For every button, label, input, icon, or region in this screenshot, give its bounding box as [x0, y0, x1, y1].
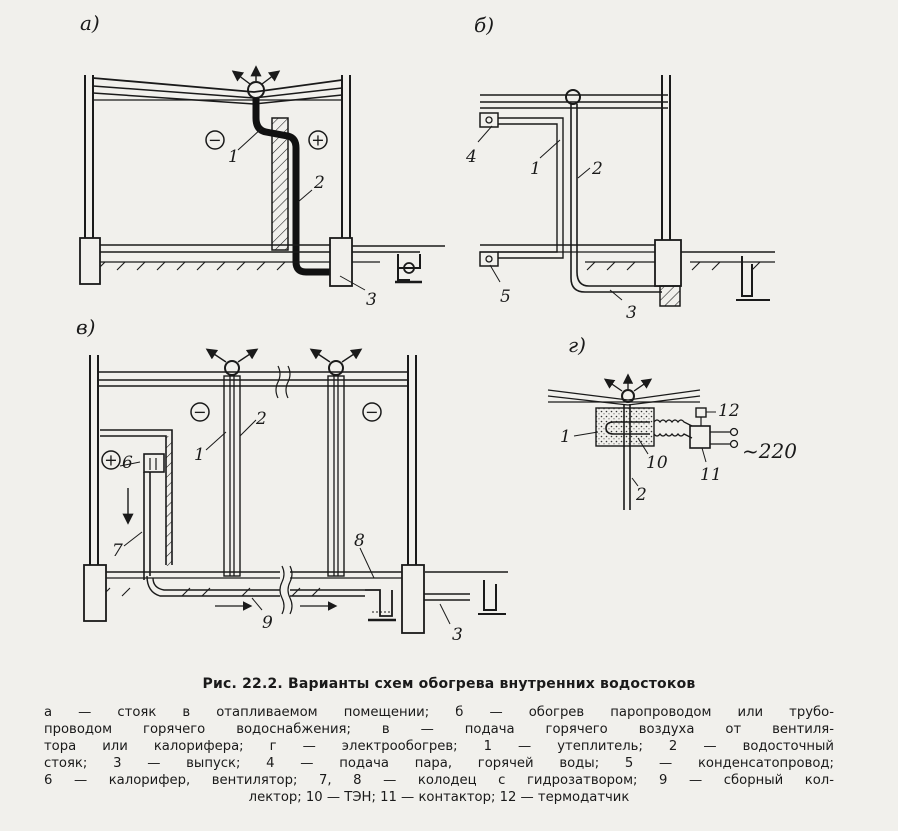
heating-element-icon	[605, 421, 650, 435]
callout-4-b: 4	[465, 147, 477, 167]
callout-2-a: 2	[313, 173, 325, 193]
heating-schemes-diagram: а) − +	[76, 11, 797, 645]
panel-v-label: в)	[76, 315, 95, 339]
callout-2-v: 2	[255, 409, 267, 429]
callout-11-g: 11	[700, 465, 722, 485]
callout-12-g: 12	[718, 401, 740, 421]
roof-funnel-icon	[328, 360, 344, 376]
roof-funnel-icon	[565, 89, 581, 105]
callout-1-a: 1	[228, 147, 239, 167]
panel-b-label: б)	[474, 13, 494, 37]
cold-zone-symbol: −	[365, 403, 378, 422]
thermosensor-icon	[695, 407, 707, 418]
roof-funnel-icon	[247, 81, 265, 99]
callout-3-b: 3	[626, 303, 637, 323]
panel-a: а) − +	[79, 11, 445, 291]
callout-5-b: 5	[500, 287, 511, 307]
caption-line: лектор; 10 — ТЭН; 11 — контактор; 12 — т…	[248, 790, 630, 805]
callout-8-v: 8	[354, 531, 365, 551]
callout-3-v: 3	[452, 625, 463, 645]
caption-line: 6 — калорифер, вентилятор; 7, 8 — колоде…	[44, 773, 834, 788]
figure-caption-body: а — стояк в отапливаемом помещении; б — …	[44, 704, 834, 806]
panel-g: г)	[547, 333, 739, 510]
callout-voltage-g: ~220	[742, 439, 797, 463]
callout-2-g: 2	[635, 485, 647, 505]
callout-6-v: 6	[122, 453, 133, 473]
interior-wall	[271, 117, 289, 251]
heater-fan-icon	[143, 453, 165, 473]
warm-zone-symbol: +	[311, 131, 324, 150]
panel-v: в) − − +	[76, 315, 508, 634]
callout-7-v: 7	[112, 541, 123, 561]
downpipe-stoak	[252, 98, 345, 276]
panel-g-label: г)	[568, 333, 586, 357]
caption-line: а — стояк в отапливаемом помещении; б — …	[44, 705, 834, 720]
panel-b: б)	[474, 13, 775, 307]
caption-line: проводом горячего водоснабжения; в — под…	[44, 722, 834, 737]
cold-zone-symbol: −	[193, 403, 206, 422]
callout-9-v: 9	[262, 613, 273, 633]
roof-funnel-icon	[621, 389, 635, 403]
roof-funnel-icon	[224, 360, 240, 376]
callout-2-b: 2	[591, 159, 603, 179]
figure-caption-title: Рис. 22.2. Варианты схем обогрева внутре…	[202, 676, 696, 692]
panel-a-label: а)	[80, 11, 100, 35]
caption-line: стояк; 3 — выпуск; 4 — подача пара, горя…	[44, 756, 834, 771]
insulation-block	[595, 407, 655, 447]
warm-zone-symbol: +	[104, 451, 117, 470]
contactor-icon	[689, 425, 711, 449]
callout-1-v: 1	[194, 445, 205, 465]
caption-line: тора или калорифера; г — электрообогрев;…	[44, 739, 834, 754]
callout-1-g: 1	[560, 427, 571, 447]
callout-1-b: 1	[530, 159, 541, 179]
callout-3-a: 3	[366, 290, 377, 310]
cold-zone-symbol: −	[208, 131, 221, 150]
callout-10-g: 10	[646, 453, 668, 473]
